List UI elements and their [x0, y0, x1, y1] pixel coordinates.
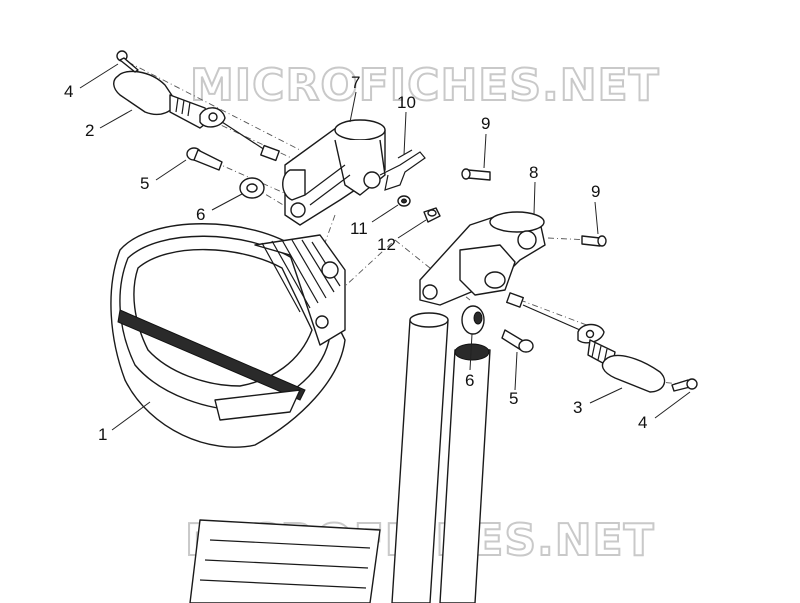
- washer-11: [397, 195, 411, 207]
- leader-lines: [79, 63, 691, 431]
- wire-clip: [379, 149, 426, 191]
- left-screw-4: [116, 50, 139, 73]
- callout-6-left: 6: [196, 205, 205, 224]
- headlight: [110, 223, 346, 448]
- callout-9-side: 9: [591, 182, 600, 201]
- callout-11: 11: [350, 219, 368, 238]
- left-bracket: [282, 119, 386, 226]
- right-screw-4: [671, 378, 698, 392]
- callout-8: 8: [529, 163, 538, 182]
- right-bracket: [419, 211, 546, 306]
- left-screw-5: [186, 147, 223, 171]
- right-turn-signal: [506, 292, 666, 393]
- right-spacer-6: [461, 305, 485, 335]
- nut-12: [423, 207, 441, 223]
- callout-10: 10: [397, 93, 416, 112]
- callout-5-left: 5: [140, 174, 149, 193]
- watermark-top: MICROFICHES.NET: [190, 60, 660, 111]
- callout-5-right: 5: [509, 389, 518, 408]
- callout-9-top: 9: [481, 114, 490, 133]
- callout-4-right: 4: [638, 413, 647, 432]
- callout-1: 1: [98, 425, 107, 444]
- side-screw-9: [581, 235, 607, 247]
- left-turn-signal: [113, 70, 280, 162]
- callout-12: 12: [377, 235, 396, 254]
- callout-3: 3: [573, 398, 582, 417]
- right-screw-5: [501, 329, 534, 353]
- callout-6-right: 6: [465, 371, 474, 390]
- top-screw-9: [461, 168, 491, 181]
- callout-7: 7: [351, 73, 360, 92]
- callout-2: 2: [85, 121, 94, 140]
- callout-4-left: 4: [64, 82, 73, 101]
- fork-tubes: [189, 312, 491, 603]
- left-spacer-6: [239, 177, 265, 199]
